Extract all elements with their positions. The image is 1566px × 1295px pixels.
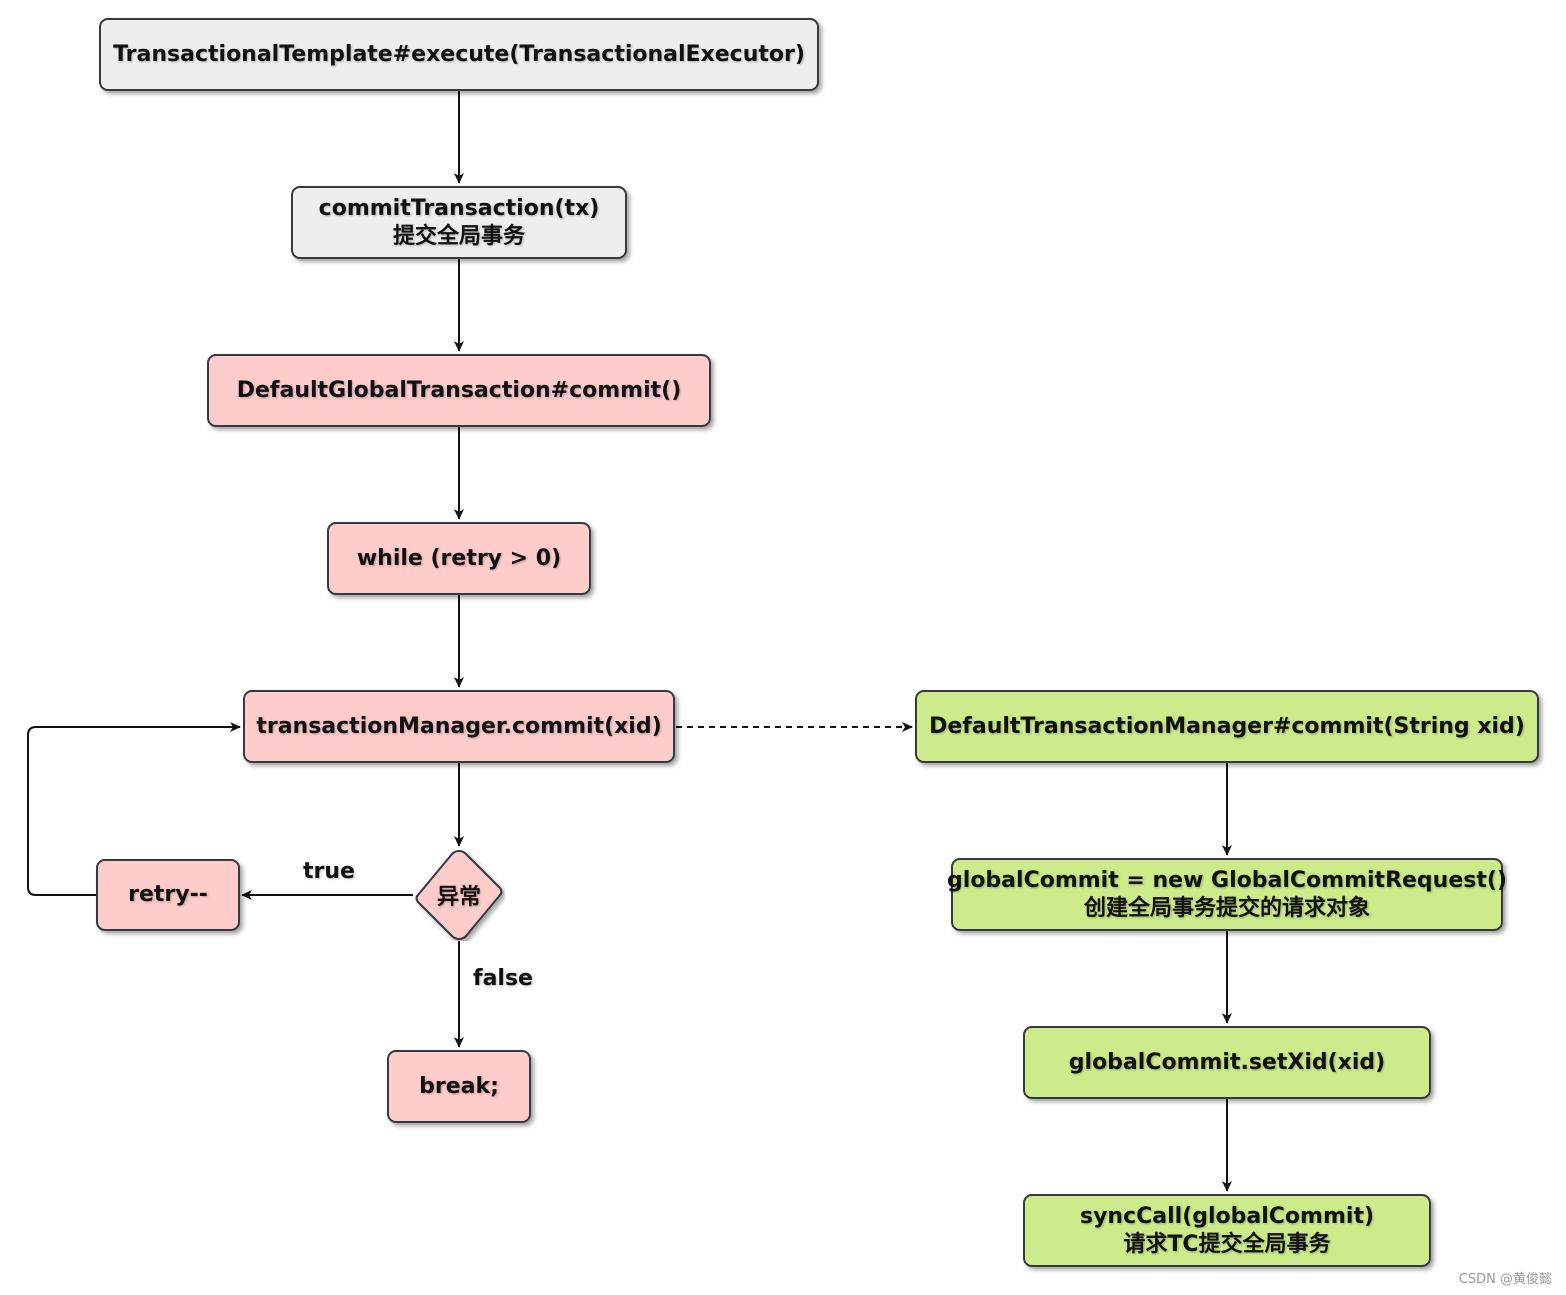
node-break: break;: [387, 1050, 531, 1123]
decision-label: 异常: [436, 885, 481, 910]
node-text-line: transactionManager.commit(xid): [256, 713, 662, 739]
node-retry-decrement: retry--: [96, 859, 240, 931]
node-global-commit-set-xid: globalCommit.setXid(xid): [1023, 1026, 1431, 1099]
node-text-line: syncCall(globalCommit): [1079, 1203, 1375, 1229]
node-global-commit-request: globalCommit = new GlobalCommitRequest()…: [947, 858, 1507, 931]
edge-label-true: true: [303, 859, 355, 884]
node-text-line: 请求TC提交全局事务: [1123, 1231, 1331, 1257]
node-transaction-manager-commit: transactionManager.commit(xid): [243, 690, 675, 763]
node-while-retry: while (retry > 0): [327, 522, 591, 595]
node-text-line: 创建全局事务提交的请求对象: [1083, 895, 1370, 921]
node-text-line: 提交全局事务: [392, 223, 525, 249]
node-text-line: retry--: [128, 882, 208, 907]
node-commit-transaction: commitTransaction(tx) 提交全局事务: [291, 186, 627, 259]
watermark: CSDN @黄俊懿: [1458, 1272, 1552, 1287]
node-sync-call: syncCall(globalCommit) 请求TC提交全局事务: [1023, 1194, 1431, 1267]
node-exception-decision: 异常: [413, 849, 505, 941]
node-text-line: while (retry > 0): [356, 545, 562, 571]
edge-label-false: false: [473, 966, 533, 991]
node-text-line: DefaultGlobalTransaction#commit(): [236, 377, 682, 403]
node-text-line: break;: [419, 1073, 499, 1099]
node-text-line: DefaultTransactionManager#commit(String …: [929, 713, 1525, 739]
node-text-line: commitTransaction(tx): [318, 195, 600, 221]
edge-retry-loop-back: [27, 722, 241, 896]
node-text-line: globalCommit.setXid(xid): [1068, 1049, 1386, 1075]
node-default-global-transaction-commit: DefaultGlobalTransaction#commit(): [207, 354, 711, 427]
node-transactional-template-execute: TransactionalTemplate#execute(Transactio…: [99, 18, 819, 91]
decision-diamond-shape: [415, 849, 503, 941]
node-text-line: globalCommit = new GlobalCommitRequest(): [947, 867, 1507, 893]
node-text-line: TransactionalTemplate#execute(Transactio…: [113, 41, 805, 67]
node-default-transaction-manager-commit: DefaultTransactionManager#commit(String …: [915, 690, 1539, 763]
